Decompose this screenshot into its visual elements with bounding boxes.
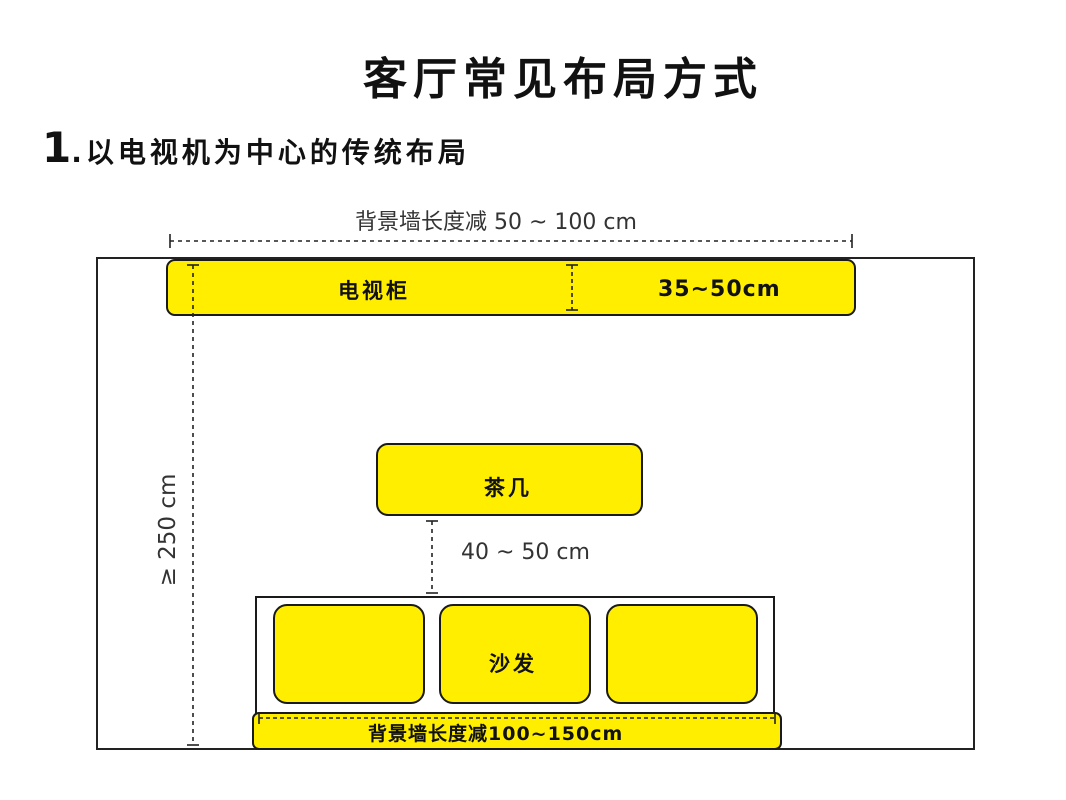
label-room-depth: ≥ 250 cm xyxy=(155,473,181,587)
sofa-cushion-right xyxy=(606,604,758,704)
coffee-table xyxy=(376,443,643,516)
label-tv-cabinet: 电视柜 xyxy=(338,279,410,303)
label-tv-depth: 35~50cm xyxy=(658,277,781,302)
label-sofa: 沙发 xyxy=(489,652,537,676)
section-number: 1 xyxy=(42,123,72,172)
sofa-base xyxy=(252,712,782,750)
section-heading: 1.以电视机为中心的传统布局 xyxy=(42,120,470,181)
label-back-wall-top: 背景墙长度减 50 ~ 100 cm xyxy=(355,210,637,235)
tv-cabinet xyxy=(166,259,856,316)
section-heading-text: .以电视机为中心的传统布局 xyxy=(71,136,470,169)
sofa-cushion-middle xyxy=(439,604,591,704)
label-back-wall-bottom: 背景墙长度减100~150cm xyxy=(368,723,624,745)
label-coffee-table: 茶几 xyxy=(484,476,532,500)
sofa-cushion-left xyxy=(273,604,425,704)
page-title: 客厅常见布局方式 xyxy=(363,54,763,105)
label-table-gap: 40 ~ 50 cm xyxy=(461,540,590,565)
